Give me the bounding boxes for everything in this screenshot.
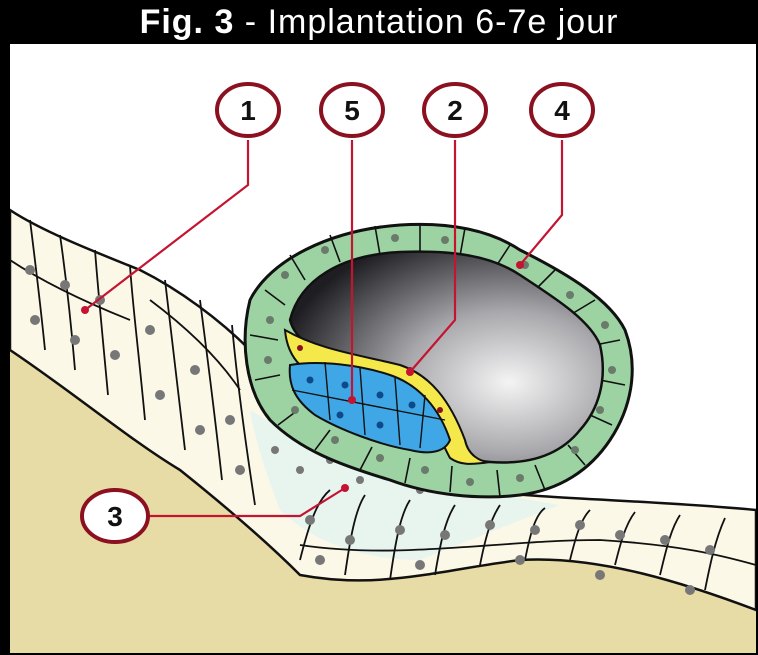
- figure-number: Fig. 3: [140, 3, 235, 41]
- callout-3: 3: [82, 490, 148, 542]
- implantation-diagram: 1 5 2 4 3: [10, 44, 756, 653]
- title-bar: Fig. 3 - Implantation 6-7e jour: [0, 0, 758, 44]
- callout-1: 1: [217, 84, 279, 136]
- callout-2-label: 2: [447, 95, 463, 126]
- callout-5-label: 5: [344, 95, 360, 126]
- callout-2: 2: [424, 84, 486, 136]
- callout-1-label: 1: [240, 95, 256, 126]
- callout-4-label: 4: [554, 95, 570, 126]
- callout-5: 5: [321, 84, 383, 136]
- callout-4: 4: [531, 84, 593, 136]
- figure-caption: - Implantation 6-7e jour: [234, 3, 618, 41]
- figure-title: Fig. 3 - Implantation 6-7e jour: [0, 0, 758, 44]
- diagram-canvas: 1 5 2 4 3: [10, 44, 756, 653]
- callout-3-label: 3: [107, 501, 123, 532]
